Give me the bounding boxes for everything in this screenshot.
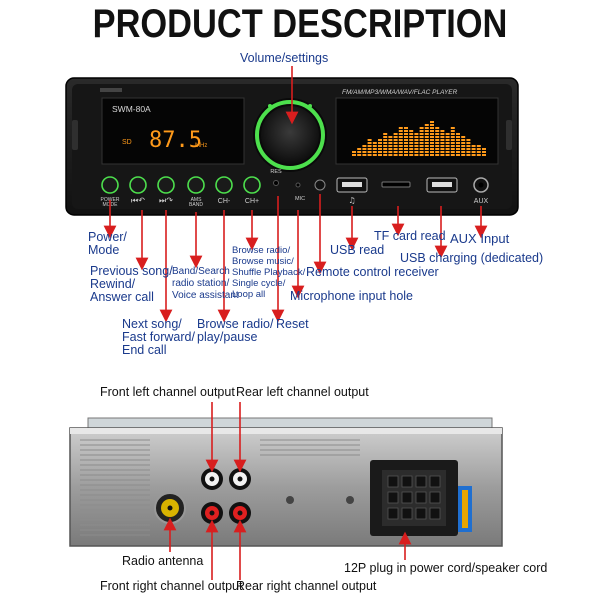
iso-connector-12p — [370, 460, 472, 536]
ch-minus-text: CH- — [218, 198, 231, 205]
ch-minus-button[interactable] — [215, 176, 233, 194]
label-browse-radio-play: Browse radio/ play/pause — [197, 317, 274, 344]
power-mode-button[interactable] — [101, 176, 119, 194]
player-caption: FM/AM/MP3/WMA/WAV/FLAC PLAYER — [342, 89, 458, 96]
res-text: RES — [270, 169, 282, 175]
frequency-unit: MHz — [195, 143, 207, 149]
label-front-right-output: Front right channel output — [100, 579, 243, 593]
label-rear-left-output: Rear left channel output — [236, 385, 369, 399]
label-radio-antenna: Radio antenna — [122, 554, 204, 568]
mic-text: MIC — [295, 196, 305, 202]
label-remote-receiver: Remote control receiver — [306, 265, 439, 279]
next-button[interactable] — [157, 176, 175, 194]
label-previous-song: Previous song/ Rewind/ Answer call — [90, 264, 173, 304]
reset-hole[interactable] — [273, 180, 279, 186]
label-browse-multi: Browse radio/ Browse music/ Shuffle Play… — [232, 245, 306, 300]
model-text: SWM-80A — [112, 104, 151, 114]
volume-settings-label: Volume/settings — [240, 51, 329, 65]
previous-button[interactable] — [129, 176, 147, 194]
aux-text: AUX — [474, 198, 489, 205]
rca-front-right — [201, 502, 223, 524]
rca-rear-left — [229, 468, 251, 490]
label-aux-input: AUX Input — [450, 231, 510, 246]
previous-icon: ⏮↶ — [131, 196, 145, 205]
mic-hole — [295, 182, 301, 188]
front-buttons — [101, 176, 261, 194]
label-usb-charging: USB charging (dedicated) — [400, 251, 544, 265]
sd-indicator: SD — [122, 139, 132, 146]
page-title: PRODUCT DESCRIPTION — [92, 2, 508, 46]
label-rear-right-output: Rear right channel output — [236, 579, 377, 593]
next-icon: ⏭↷ — [159, 196, 173, 205]
rca-front-left — [201, 468, 223, 490]
ch-plus-button[interactable] — [243, 176, 261, 194]
label-tf-card: TF card read — [374, 229, 446, 243]
back-panel — [69, 417, 503, 547]
lcd-display-right: FM/AM/MP3/WMA/WAV/FLAC PLAYER — [335, 89, 499, 165]
label-next-song: Next song/ Fast forward/ End call — [122, 317, 195, 357]
label-reset: Reset — [276, 317, 309, 331]
ams-band-button[interactable] — [187, 176, 205, 194]
ir-receiver — [314, 179, 326, 191]
music-note-icon: ♫ — [348, 196, 355, 205]
label-usb-read: USB read — [330, 243, 385, 257]
tf-card-slot[interactable] — [381, 181, 411, 188]
rca-rear-right — [229, 502, 251, 524]
label-power-mode: Power/ Mode — [88, 230, 127, 257]
equalizer-bars — [352, 121, 486, 156]
front-panel: SWM-80A SD 87.5 MHz FM/AM/MP3/WMA/WAV/FL… — [65, 77, 519, 216]
frequency-readout: 87.5 — [149, 128, 202, 153]
label-microphone: Microphone input hole — [290, 289, 413, 303]
label-band-search: Band/Search radio station/ Voice assista… — [172, 266, 239, 301]
lcd-display-left: SWM-80A SD 87.5 MHz — [101, 97, 245, 165]
label-12p-plug: 12P plug in power cord/speaker cord — [344, 561, 548, 575]
volume-knob[interactable] — [253, 98, 327, 172]
label-front-left-output: Front left channel output — [100, 385, 235, 399]
ch-plus-text: CH+ — [245, 198, 259, 205]
